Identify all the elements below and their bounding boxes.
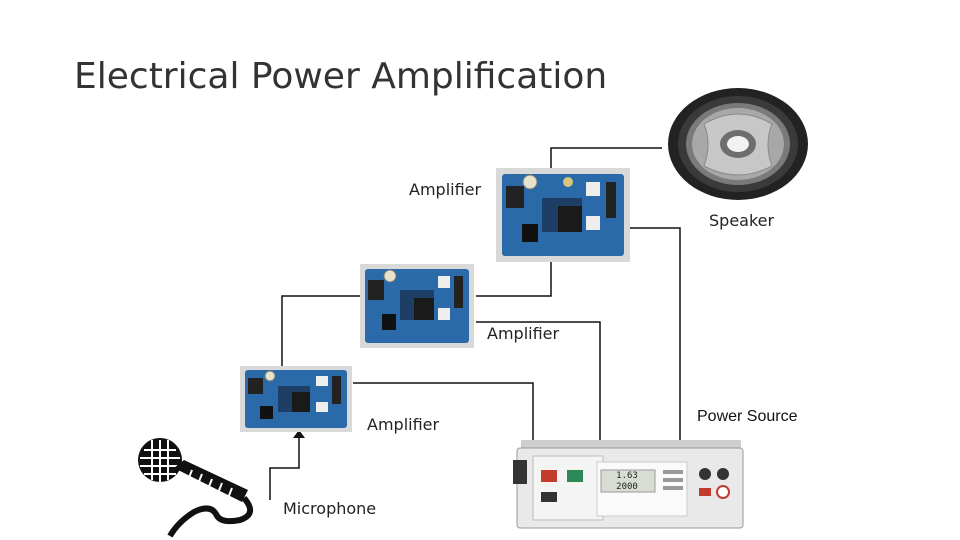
- amplifier-board-top: [496, 168, 630, 262]
- power-source-device: 1.63 2000: [513, 440, 744, 529]
- slide-title: Electrical Power Amplification: [74, 56, 608, 97]
- power-display-line2: 2000: [616, 482, 638, 492]
- wire-amp3-to-speaker: [550, 147, 662, 170]
- microphone-image: [138, 438, 253, 538]
- amplifier-board-bottom: [240, 366, 352, 432]
- wire-mic-to-amp: [269, 434, 300, 500]
- label-speaker: Speaker: [709, 211, 775, 230]
- wire-amp1-to-power: [353, 382, 534, 442]
- label-microphone: Microphone: [283, 499, 377, 518]
- wire-amp2-to-power: [476, 321, 601, 442]
- label-amplifier-top: Amplifier: [409, 180, 482, 199]
- wire-amp2-to-amp3: [476, 246, 552, 297]
- label-power-source: Power Source: [697, 408, 798, 425]
- power-display-line1: 1.63: [616, 471, 638, 481]
- speaker-image: [668, 88, 808, 200]
- amplifier-board-middle: [360, 264, 474, 348]
- wire-amp3-to-power: [630, 227, 681, 442]
- arrow-head: [293, 430, 305, 438]
- label-amplifier-bottom: Amplifier: [367, 415, 440, 434]
- wire-amp1-to-amp2: [281, 295, 361, 366]
- label-amplifier-middle: Amplifier: [487, 324, 560, 343]
